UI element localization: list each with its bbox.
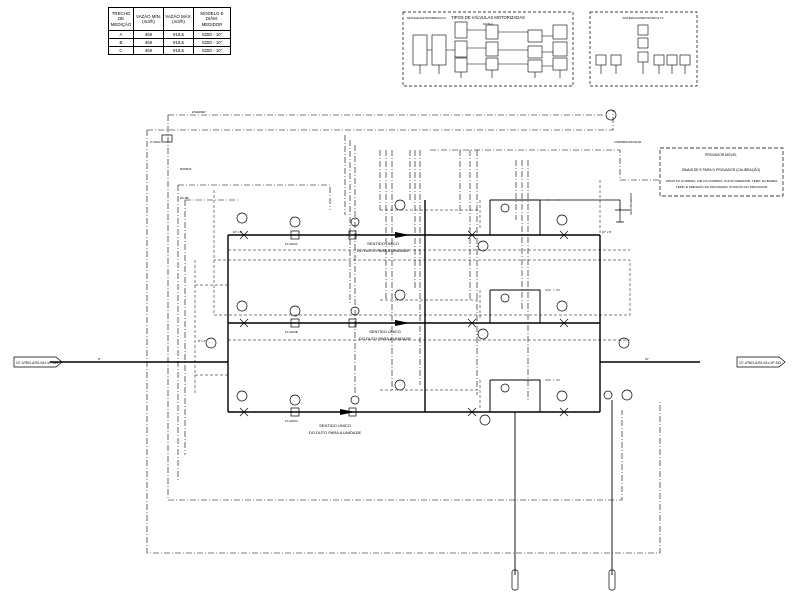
meter-tag-c: FT-A203C <box>285 419 298 423</box>
outlet-header-size: 10" x 8" <box>602 230 612 234</box>
dashed-instrument-lines <box>194 180 631 410</box>
flow-label-c-2: DO DUTO PARA A UNIDADE <box>309 430 362 435</box>
drawing-text: TIPOS DE VÁLVULAS MOTORIZADAS DETALHE EL… <box>16 15 781 435</box>
table-row: C 450 915,5 S250 - 10" <box>108 46 231 55</box>
rs485-tag: RS-485 <box>180 196 189 200</box>
flow-arrows <box>340 232 410 415</box>
compressor-tag: COMPRESSOR DE AR <box>614 140 641 144</box>
prover-line-1: SINAIS DE E PARA O PROVADOR (CALIBRAÇÃO) <box>682 167 760 172</box>
line-flags <box>13 356 786 368</box>
ethernet-tag: ETHERNET <box>192 110 206 114</box>
inlet-line-tag: 10"-LP603-A291-N1c-VP-333 <box>16 361 58 365</box>
supervisory-panel-caption: SISTEMA SUPERVISÓRIO E TF <box>623 15 664 20</box>
modbus-tag: MODBUS <box>180 167 192 171</box>
run-c-instruments <box>236 379 569 426</box>
flow-label-b-1: SENTIDO ÚNICO <box>369 329 401 334</box>
supervisory-panel-frame <box>589 11 698 87</box>
process-lines <box>50 199 700 413</box>
meter-run-table: TRECHO DE MEDIÇÃO VAZÃO MÍN. (m3/h) VAZÃ… <box>108 7 231 55</box>
valves-panel-title: TIPOS DE VÁLVULAS MOTORIZADAS <box>451 15 525 20</box>
flow-label-a-1: SENTIDO ÚNICO <box>367 241 399 246</box>
drain-tanks <box>511 569 616 591</box>
flow-label-a-2: DO DUTO PARA A UNIDADE <box>357 248 410 253</box>
inlet-size-tag: 8" <box>98 357 101 361</box>
table-header-cell: TRECHO DE MEDIÇÃO <box>108 7 134 31</box>
dcs-tag: P/ SDCD <box>150 140 161 144</box>
valve-detail-blocks <box>412 21 691 78</box>
run-a-instruments <box>236 199 569 252</box>
prover-title: PROVADOR MÓVEL <box>705 152 737 157</box>
outlet-size-tag: 10" <box>645 357 649 361</box>
flow-label-b-2: DO DUTO PARA A UNIDADE <box>359 336 412 341</box>
header-instruments <box>161 109 633 401</box>
prover-connection-tag: VER PROVADOR <box>629 193 633 215</box>
meter-tag-a: FT-A203A <box>285 242 298 246</box>
reducer-size-tag: 8" x 6" <box>198 339 206 343</box>
run-b-instruments <box>236 289 569 340</box>
flow-label-c-1: SENTIDO ÚNICO <box>319 423 351 428</box>
valves-panel-frame <box>402 11 574 87</box>
outlet-line-tag: 10"-LP603-A291-N1c-VP-333 <box>739 361 781 365</box>
meter-tag-b: FT-A203B <box>285 330 298 334</box>
signal-lines <box>146 110 661 554</box>
prover-line-2: INÍCIO DA CORRIDA, FIM DA CORRIDA, PULSO… <box>666 179 779 183</box>
valves-panel-sub-caption: NOTA 4 <box>483 22 493 26</box>
valves-panel-left-caption: DETALHE ELETROHIDRÁULICO <box>407 16 446 20</box>
drain-lines <box>514 400 613 575</box>
prover-line-3: TEMP. E PRESSÃO DO PROVADOR, POSIÇÃO DO … <box>676 184 768 189</box>
table-cell: S250 - 10" <box>193 46 231 55</box>
prover-box-frame <box>659 147 784 197</box>
inlet-header-size: 10" x 8" <box>233 230 243 234</box>
